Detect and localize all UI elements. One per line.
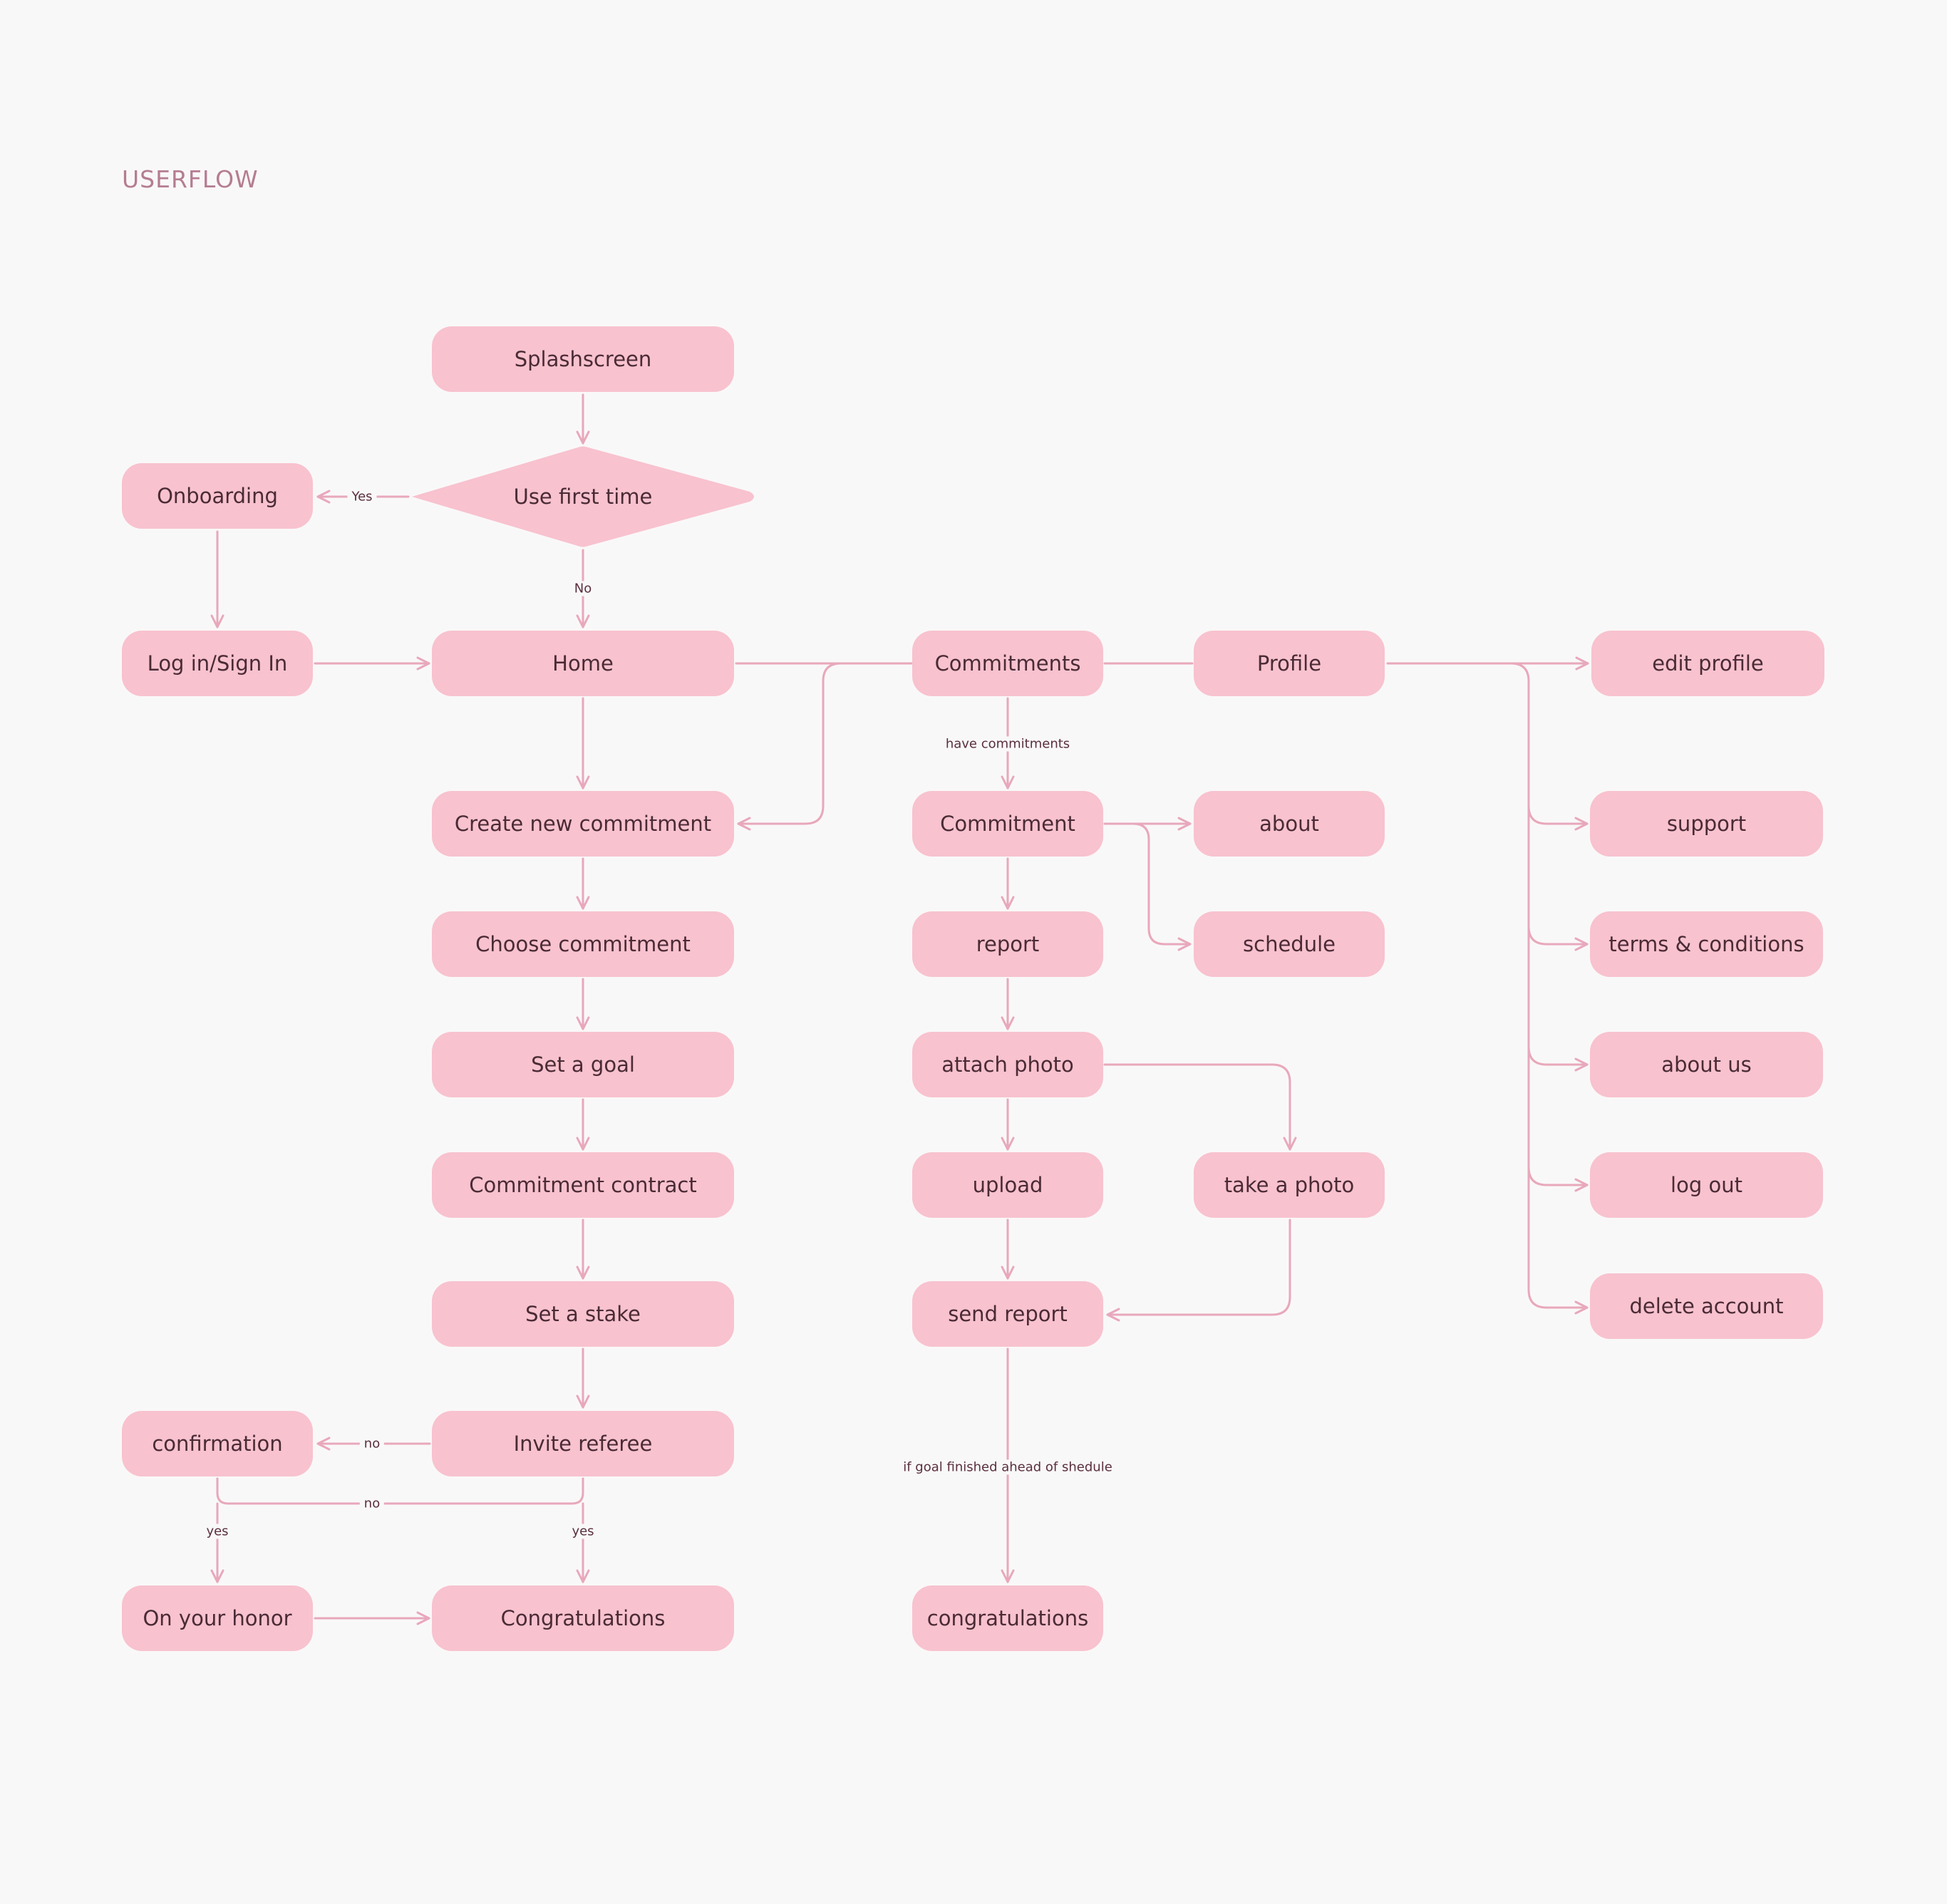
node-terms[interactable]: terms & conditions xyxy=(1590,911,1823,977)
node-send-report[interactable]: send report xyxy=(912,1281,1103,1347)
label-yes-congrats: yes xyxy=(567,1523,599,1539)
label-no-confirmation: no xyxy=(359,1436,385,1452)
node-about[interactable]: about xyxy=(1194,791,1385,857)
decision-diamond-shape xyxy=(412,446,754,547)
node-set-goal[interactable]: Set a goal xyxy=(432,1032,734,1097)
node-support[interactable]: support xyxy=(1590,791,1823,857)
label-have-commitments: have commitments xyxy=(941,736,1075,752)
node-splashscreen[interactable]: Splashscreen xyxy=(432,326,734,392)
link-commitment-to-schedule xyxy=(1132,822,1192,951)
node-invite-referee[interactable]: Invite referee xyxy=(432,1411,734,1476)
node-login[interactable]: Log in/Sign In xyxy=(122,631,313,696)
node-schedule[interactable]: schedule xyxy=(1194,911,1385,977)
link-take-to-send xyxy=(1106,1219,1291,1322)
node-report[interactable]: report xyxy=(912,911,1103,977)
node-choose-commitment[interactable]: Choose commitment xyxy=(432,911,734,977)
node-commitment[interactable]: Commitment xyxy=(912,791,1103,857)
label-no-home: No xyxy=(569,581,597,596)
node-set-stake[interactable]: Set a stake xyxy=(432,1281,734,1347)
node-about-us[interactable]: about us xyxy=(1590,1032,1823,1097)
page-title: USERFLOW xyxy=(122,165,259,193)
link-profile-to-about-us xyxy=(1527,1045,1589,1072)
link-profile-to-terms xyxy=(1527,925,1589,951)
node-log-out[interactable]: log out xyxy=(1590,1152,1823,1218)
node-on-your-honor[interactable]: On your honor xyxy=(122,1585,313,1651)
link-profile-to-logout xyxy=(1527,1166,1589,1192)
node-congratulations-report[interactable]: congratulations xyxy=(912,1585,1103,1651)
label-ahead-schedule: if goal finished ahead of shedule xyxy=(899,1459,1117,1475)
node-delete-account[interactable]: delete account xyxy=(1590,1273,1823,1339)
node-home[interactable]: Home xyxy=(432,631,734,696)
node-create-new-commitment[interactable]: Create new commitment xyxy=(432,791,734,857)
label-yes-honor: yes xyxy=(202,1523,233,1539)
node-onboarding[interactable]: Onboarding xyxy=(122,463,313,529)
link-profile-to-delete xyxy=(1527,1288,1589,1315)
link-no-loop xyxy=(216,1477,584,1505)
link-branch-to-create xyxy=(737,662,842,831)
node-take-photo[interactable]: take a photo xyxy=(1194,1152,1385,1218)
label-yes-onboarding: Yes xyxy=(347,489,377,505)
node-use-first-time[interactable]: Use first time xyxy=(513,485,653,509)
node-edit-profile[interactable]: edit profile xyxy=(1591,631,1824,696)
node-congratulations-main[interactable]: Congratulations xyxy=(432,1585,734,1651)
label-no-loop: no xyxy=(359,1496,385,1511)
node-commitment-contract[interactable]: Commitment contract xyxy=(432,1152,734,1218)
node-attach-photo[interactable]: attach photo xyxy=(912,1032,1103,1097)
node-upload[interactable]: upload xyxy=(912,1152,1103,1218)
link-profile-to-support xyxy=(1527,804,1589,831)
node-confirmation[interactable]: confirmation xyxy=(122,1411,313,1476)
link-profile-trunk xyxy=(1509,662,1530,1291)
link-attach-to-take xyxy=(1103,1063,1297,1151)
node-commitments[interactable]: Commitments xyxy=(912,631,1103,696)
node-profile[interactable]: Profile xyxy=(1194,631,1385,696)
